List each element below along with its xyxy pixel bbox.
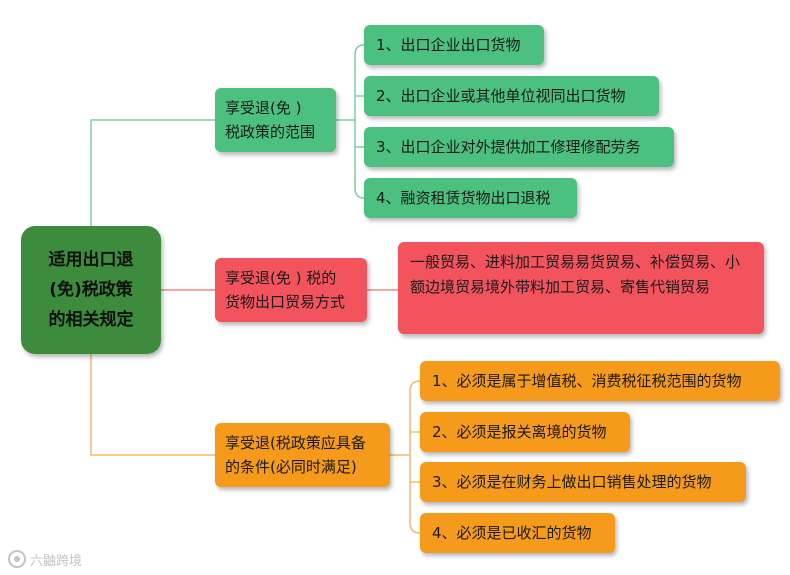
scope-item-2: 2、出口企业或其他单位视同出口货物 [364, 76, 659, 116]
branch-scope-label: 享受退(免 ) 税政策的范围 [225, 99, 316, 141]
connector-root-trunk [90, 119, 215, 226]
condition-item-1: 1、必须是属于增值税、消费税征税范围的货物 [420, 361, 780, 401]
branch-trade-label: 享受退(免 ) 税的 货物出口贸易方式 [225, 269, 346, 311]
root-node: 适用出口退 (免)税政策 的相关规定 [21, 226, 161, 354]
root-line-3: 的相关规定 [48, 310, 134, 330]
branch-conditions: 享受退(税政策应具备 的条件(必同时满足) [215, 423, 390, 487]
scope-item-3: 3、出口企业对外提供加工修理修配劳务 [364, 127, 674, 167]
condition-item-2: 2、必须是报关离境的货物 [420, 412, 630, 452]
connector-conditions-leaves [409, 380, 421, 534]
trade-detail: 一般贸易、进料加工贸易易货贸易、补偿贸易、小额边境贸易境外带料加工贸易、寄售代销… [398, 242, 764, 334]
connector-scope-leaves [354, 44, 365, 199]
watermark-logo-icon [8, 550, 26, 568]
branch-scope: 享受退(免 ) 税政策的范围 [215, 88, 336, 152]
root-line-2: (免)税政策 [49, 280, 133, 300]
condition-item-3: 3、必须是在财务上做出口销售处理的货物 [420, 462, 746, 502]
branch-trade: 享受退(免 ) 税的 货物出口贸易方式 [215, 258, 367, 322]
condition-item-4-text: 4、必须是已收汇的货物 [432, 524, 592, 542]
trade-detail-text: 一般贸易、进料加工贸易易货贸易、补偿贸易、小额边境贸易境外带料加工贸易、寄售代销… [410, 253, 741, 296]
scope-item-1: 1、出口企业出口货物 [364, 25, 544, 65]
condition-item-1-text: 1、必须是属于增值税、消费税征税范围的货物 [432, 372, 742, 390]
condition-item-2-text: 2、必须是报关离境的货物 [432, 423, 607, 441]
root-text: 适用出口退 (免)税政策 的相关规定 [49, 245, 134, 335]
scope-item-1-text: 1、出口企业出口货物 [376, 36, 521, 54]
scope-item-3-text: 3、出口企业对外提供加工修理修配劳务 [376, 138, 641, 156]
watermark: 六鼬跨境 [8, 548, 82, 570]
scope-item-2-text: 2、出口企业或其他单位视同出口货物 [376, 87, 626, 105]
condition-item-4: 4、必须是已收汇的货物 [420, 513, 615, 553]
branch-conditions-label: 享受退(税政策应具备 的条件(必同时满足) [225, 434, 366, 476]
scope-item-4: 4、融资租赁货物出口退税 [364, 178, 577, 218]
watermark-text: 六鼬跨境 [30, 553, 83, 569]
root-line-1: 适用出口退 [48, 250, 134, 270]
condition-item-3-text: 3、必须是在财务上做出口销售处理的货物 [432, 473, 712, 491]
scope-item-4-text: 4、融资租赁货物出口退税 [376, 189, 551, 207]
connector-root-conditions [90, 354, 215, 456]
